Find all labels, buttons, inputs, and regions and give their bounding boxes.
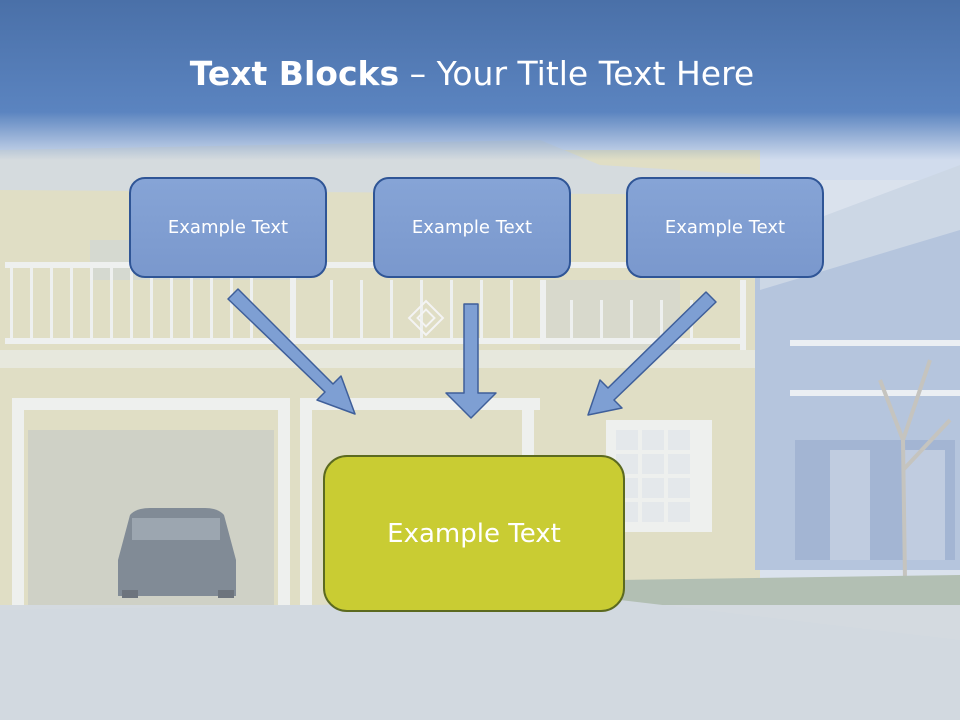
slide-title: Text Blocks – Your Title Text Here [0, 52, 944, 96]
title-band [0, 0, 960, 160]
text-block-3-label: Example Text [664, 217, 786, 238]
arrow-right [587, 291, 717, 416]
text-block-3[interactable]: Example Text [626, 177, 824, 278]
text-block-2-label: Example Text [411, 217, 533, 238]
title-dash: – [399, 54, 437, 93]
main-text-block-label: Example Text [387, 518, 561, 549]
text-block-2[interactable]: Example Text [373, 177, 571, 278]
text-block-1[interactable]: Example Text [129, 177, 327, 278]
arrow-left [227, 288, 356, 415]
text-block-1-label: Example Text [167, 217, 289, 238]
arrow-center [445, 303, 497, 419]
main-text-block[interactable]: Example Text [323, 455, 625, 612]
title-rest: Your Title Text Here [436, 54, 755, 93]
title-bold-part: Text Blocks [189, 54, 400, 93]
